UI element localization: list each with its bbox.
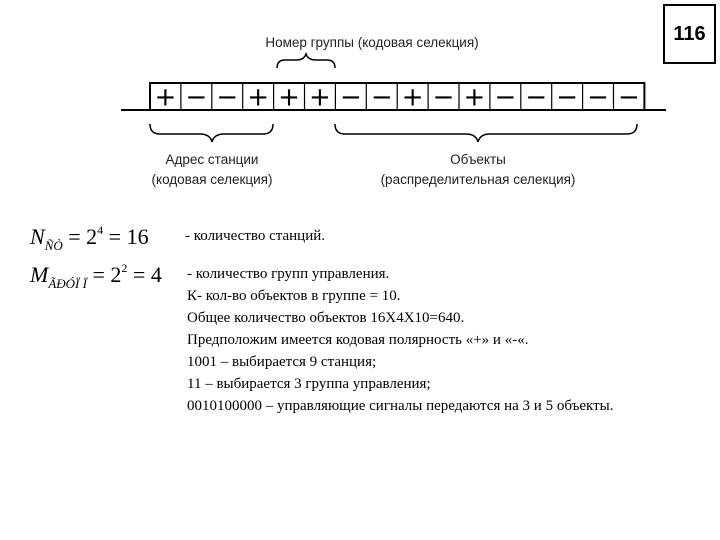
objects-label-line2: (распределительная селекция) [381, 172, 576, 187]
page-number: 116 [663, 4, 716, 64]
group-number-label: Номер группы (кодовая селекция) [265, 35, 478, 50]
stations-formula-equals: = [68, 224, 81, 249]
stations-formula-base: 2 [86, 224, 98, 249]
objects-label-line1: Объекты [450, 152, 506, 167]
address-brace [149, 123, 274, 143]
code-cell-7: − [340, 83, 362, 113]
code-cell-6: + [309, 83, 331, 113]
stations-formula-exponent: 4 [97, 223, 104, 237]
code-cell-4: + [247, 83, 269, 113]
text-line-2: - количество групп управления. [187, 266, 390, 282]
code-cell-13: − [525, 83, 547, 113]
objects-brace [334, 123, 638, 143]
groups-formula-exponent: 2 [121, 261, 128, 275]
stations-formula-result: 16 [126, 224, 149, 249]
code-cell-15: − [587, 83, 609, 113]
text-line-5: Предположим имеется кодовая полярность «… [187, 332, 529, 348]
address-label-line2: (кодовая селекция) [152, 172, 273, 187]
code-cell-12: − [494, 83, 516, 113]
address-label-line1: Адрес станции [166, 152, 259, 167]
text-line-6: 1001 – выбирается 9 станция; [187, 354, 377, 370]
code-cell-10: − [433, 83, 455, 113]
group-brace [276, 51, 336, 69]
code-cell-16: − [618, 83, 640, 113]
code-cell-9: + [402, 83, 424, 113]
groups-formula-result: 4 [150, 262, 162, 287]
code-cell-14: − [556, 83, 578, 113]
text-line-3: К- кол-во объектов в группе = 10. [187, 288, 401, 304]
code-cell-1: + [155, 83, 177, 113]
stations-formula-symbol: N [30, 224, 45, 249]
code-cell-2: − [185, 83, 207, 113]
groups-formula-equals: = [92, 262, 105, 287]
groups-formula-symbol: M [30, 262, 49, 287]
groups-formula-base: 2 [110, 262, 122, 287]
code-cell-3: − [216, 83, 238, 113]
groups-formula-equals2: = [132, 262, 146, 287]
stations-formula-subscript: ÑÒ [44, 238, 63, 253]
text-line-7: 11 – выбирается 3 группа управления; [187, 376, 431, 392]
code-cell-11: + [464, 83, 486, 113]
text-line-8: 0010100000 – управляющие сигналы передаю… [187, 398, 614, 414]
text-line-4: Общее количество объектов 16Х4Х10=640. [187, 310, 465, 326]
stations-formula: NÑÒ = 24 = 16 [30, 223, 149, 253]
text-line-1: - количество станций. [185, 228, 326, 244]
code-cells: +−−+++−−+−+−−−−− [149, 82, 646, 113]
code-cell-8: − [371, 83, 393, 113]
code-cell-5: + [278, 83, 300, 113]
groups-formula-subscript: ÃÐÓÏ Ï [48, 276, 87, 291]
stations-formula-equals2: = [108, 224, 122, 249]
groups-formula: MÃÐÓÏ Ï = 22 = 4 [30, 261, 162, 291]
code-diagram: Номер группы (кодовая селекция) +−−+++−−… [121, 35, 666, 187]
